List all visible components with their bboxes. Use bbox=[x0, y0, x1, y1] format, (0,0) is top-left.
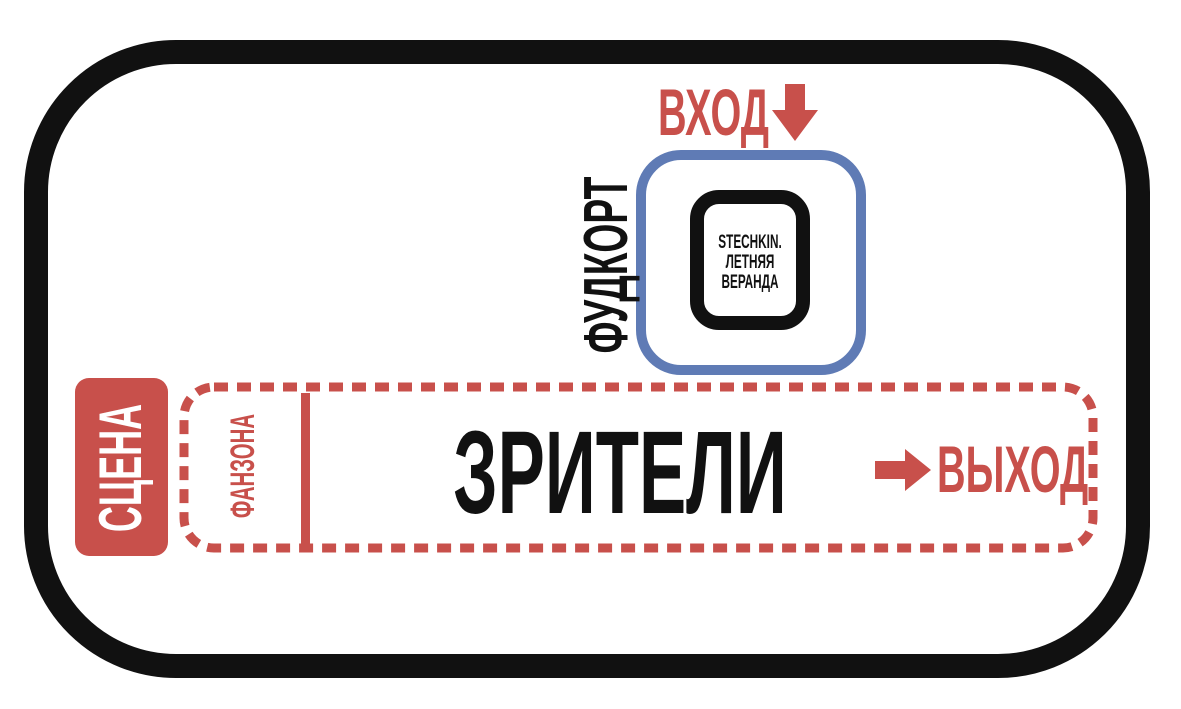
stage-label: СЦЕНА bbox=[88, 404, 155, 532]
veranda-line-3: ВЕРАНДА bbox=[721, 272, 778, 292]
veranda-label: STECHKIN. ЛЕТНЯЯ ВЕРАНДА bbox=[718, 232, 781, 292]
veranda-line-1: STECHKIN. bbox=[718, 232, 781, 252]
exit-label: ВЫХОД bbox=[937, 433, 1088, 507]
entrance-label: ВХОД bbox=[658, 76, 769, 150]
arrow-right-icon bbox=[875, 449, 931, 491]
foodcourt-label: ФУДКОРТ bbox=[571, 177, 640, 354]
audience-label: ЗРИТЕЛИ bbox=[453, 406, 786, 538]
veranda-box bbox=[690, 190, 810, 330]
audience-zone-outline bbox=[179, 382, 1098, 553]
venue-outline bbox=[24, 40, 1150, 678]
veranda-line-2: ЛЕТНЯЯ bbox=[726, 252, 775, 272]
stage-area bbox=[75, 378, 168, 556]
fanzone-divider bbox=[301, 393, 310, 550]
fanzone-label: ФАНЗОНА bbox=[224, 414, 262, 518]
arrow-down-icon bbox=[772, 84, 818, 141]
